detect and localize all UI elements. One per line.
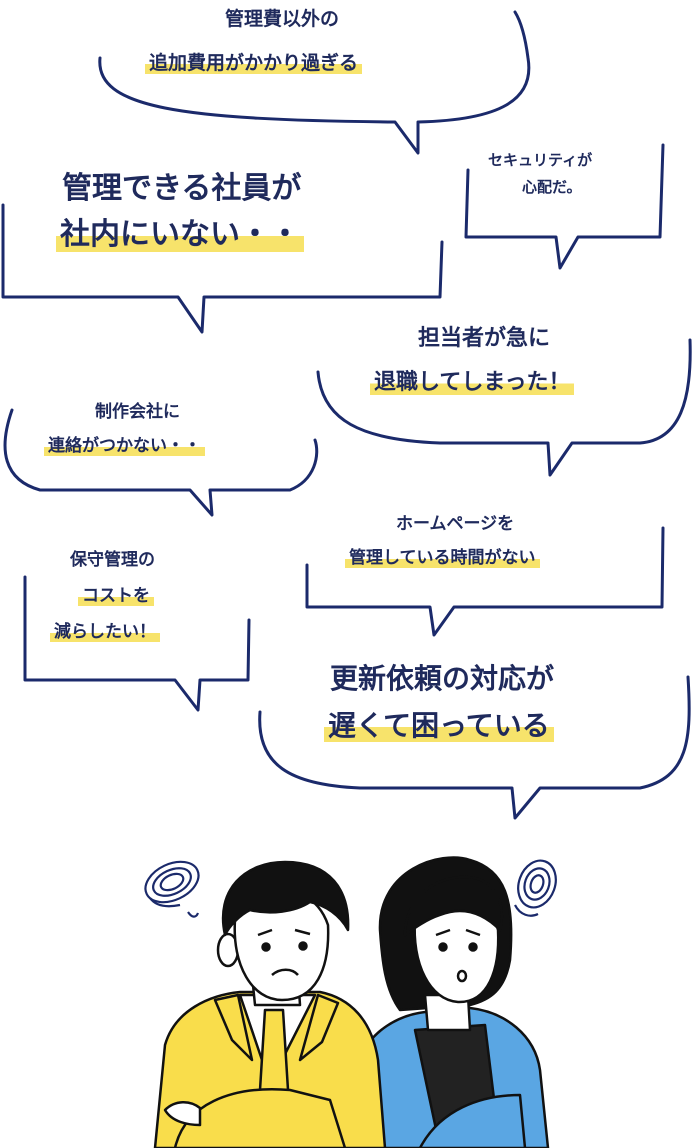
speech-bubble-7 — [23, 575, 251, 712]
bubble-4-line-1: 担当者が急に — [418, 326, 551, 351]
confusion-scribble-icon — [144, 860, 200, 918]
bubble-7-line-1: 保守管理の — [70, 550, 155, 570]
bubble-8-line-2: 遅くて困っている — [324, 709, 554, 742]
bubble-1-line-1: 管理費以外の — [225, 8, 340, 30]
bubble-1-line-2: 追加費用がかかり過ぎる — [145, 52, 363, 74]
bubble-1-line-2-text: 追加費用がかかり過ぎる — [145, 52, 363, 74]
bubble-5-line-2-text: 連絡がつかない・・ — [44, 436, 205, 456]
bubble-7-line-2-text: コストを — [78, 586, 154, 606]
bubble-7-line-3: 減らしたい！ — [50, 622, 160, 642]
bubble-4-line-2-text: 退職してしまった！ — [370, 370, 575, 395]
bubble-6-line-2: 管理している時間がない — [345, 548, 540, 568]
bubble-4-line-2: 退職してしまった！ — [370, 370, 575, 395]
bubble-2-line-1: セキュリティが — [488, 151, 593, 169]
speech-bubble-3 — [1, 203, 444, 334]
bubble-8-line-2-text: 遅くて困っている — [324, 709, 554, 742]
speech-bubble-2 — [464, 143, 665, 270]
bubble-3-line-2-text: 社内にいない・・ — [56, 217, 304, 252]
speech-bubble-6 — [305, 526, 665, 637]
bubble-5-line-2: 連絡がつかない・・ — [44, 436, 205, 456]
confusion-scribble-icon — [514, 859, 557, 917]
bubble-6-line-1: ホームページを — [396, 514, 515, 534]
bubble-7-line-3-text: 減らしたい！ — [50, 622, 160, 642]
bubble-8-line-1: 更新依頼の対応が — [330, 662, 555, 695]
worried-woman — [348, 856, 550, 1148]
bubble-6-line-2-text: 管理している時間がない — [345, 548, 540, 568]
speech-bubble-8 — [258, 675, 691, 820]
speech-bubble-5 — [3, 408, 319, 517]
bubble-3-line-1: 管理できる社員が — [62, 171, 302, 206]
bubble-5-line-1: 制作会社に — [95, 402, 180, 422]
speech-bubble-1 — [98, 10, 531, 155]
bubble-7-line-2: コストを — [78, 586, 154, 606]
bubble-3-line-2: 社内にいない・・ — [56, 217, 304, 252]
speech-bubble-4 — [316, 338, 692, 477]
bubble-2-line-2: 心配だ。 — [522, 178, 582, 196]
worried-man — [153, 860, 387, 1148]
